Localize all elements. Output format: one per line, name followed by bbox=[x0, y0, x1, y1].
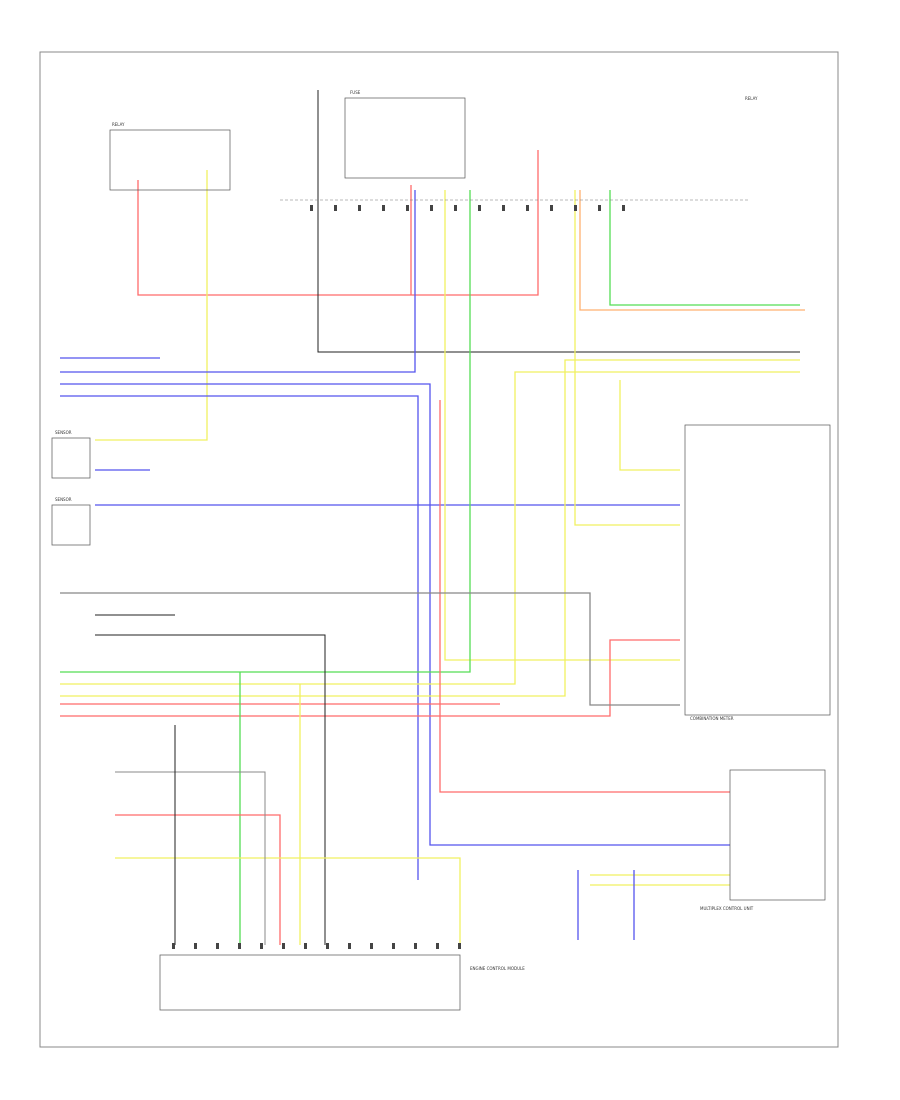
combination-meter-box bbox=[684, 424, 831, 716]
wire-blue-2 bbox=[60, 190, 416, 373]
sensor-lower-box bbox=[51, 504, 91, 546]
sensor-lower-label: SENSOR bbox=[55, 497, 72, 502]
harness-upper-pin-4 bbox=[382, 205, 385, 211]
harness-upper-pin-12 bbox=[574, 205, 577, 211]
relay-left-box bbox=[109, 129, 231, 191]
wire-yellow-mid-2 bbox=[60, 371, 800, 685]
ecm-pin-8 bbox=[326, 943, 329, 949]
wire-red-low-2 bbox=[60, 639, 680, 717]
wire-green-right bbox=[609, 190, 800, 306]
harness-upper-pin-7 bbox=[454, 205, 457, 211]
wire-orange bbox=[579, 190, 805, 311]
wire-black-low bbox=[95, 634, 326, 945]
ecm-pin-1 bbox=[172, 943, 175, 949]
ecm-pin-6 bbox=[282, 943, 285, 949]
harness-upper-pin-2 bbox=[334, 205, 337, 211]
harness-upper-pin-9 bbox=[502, 205, 505, 211]
diagram-frame bbox=[39, 51, 839, 1048]
harness-upper-pin-14 bbox=[622, 205, 625, 211]
wire-yellow-right bbox=[574, 190, 680, 526]
wire-yellow-mid-1 bbox=[444, 190, 680, 661]
ecm-pin-10 bbox=[370, 943, 373, 949]
ecm-pin-5 bbox=[260, 943, 263, 949]
ecm-pin-13 bbox=[436, 943, 439, 949]
harness-upper-pin-11 bbox=[550, 205, 553, 211]
wire-black-bus bbox=[317, 90, 800, 353]
fuse-block-label: FUSE bbox=[350, 90, 361, 95]
wire-yellow-sensor bbox=[95, 170, 208, 441]
harness-upper-pin-10 bbox=[526, 205, 529, 211]
ecm-pin-9 bbox=[348, 943, 351, 949]
ecm-pin-11 bbox=[392, 943, 395, 949]
ecm-pin-7 bbox=[304, 943, 307, 949]
harness-upper-pin-13 bbox=[598, 205, 601, 211]
wire-green-mid bbox=[60, 190, 471, 673]
connector-pin-layer bbox=[172, 205, 625, 949]
fuse-block-box bbox=[344, 97, 466, 179]
harness-upper-pin-1 bbox=[310, 205, 313, 211]
sensor-upper-label: SENSOR bbox=[55, 430, 72, 435]
wire-yellow-ecm-2 bbox=[115, 857, 461, 945]
engine-control-module-box bbox=[159, 954, 461, 1011]
wire-red-top bbox=[137, 150, 539, 296]
ecm-pin-2 bbox=[194, 943, 197, 949]
harness-upper-pin-5 bbox=[406, 205, 409, 211]
wire-yellow-meter bbox=[619, 380, 680, 471]
sensor-upper-box bbox=[51, 437, 91, 479]
wire-red-ecm-1 bbox=[115, 814, 281, 945]
combination-meter-label: COMBINATION METER bbox=[690, 716, 734, 721]
ecm-pin-12 bbox=[414, 943, 417, 949]
harness-upper-pin-6 bbox=[430, 205, 433, 211]
multiplex-control-unit-label: MULTIPLEX CONTROL UNIT bbox=[700, 906, 754, 911]
wire-layer bbox=[60, 90, 805, 945]
harness-upper-pin-8 bbox=[478, 205, 481, 211]
wire-gray-top bbox=[60, 592, 680, 706]
ecm-pin-3 bbox=[216, 943, 219, 949]
wire-gray-ecm bbox=[115, 771, 266, 945]
relay-left-label: RELAY bbox=[112, 122, 125, 127]
wire-red-multiplex bbox=[439, 400, 730, 793]
engine-control-module-label: ENGINE CONTROL MODULE bbox=[470, 966, 525, 971]
wire-blue-3 bbox=[60, 383, 730, 846]
wire-blue-4 bbox=[60, 395, 419, 880]
ecm-pin-14 bbox=[458, 943, 461, 949]
component-layer bbox=[51, 97, 831, 1011]
harness-upper-pin-3 bbox=[358, 205, 361, 211]
component-label-layer: ENGINE CONTROL MODULE COMBINATION METER MU… bbox=[55, 90, 758, 971]
multiplex-control-unit-box bbox=[729, 769, 826, 901]
relay-right-label: RELAY bbox=[745, 96, 758, 101]
ecm-pin-4 bbox=[238, 943, 241, 949]
wire-yellow-mid-3 bbox=[60, 359, 800, 697]
